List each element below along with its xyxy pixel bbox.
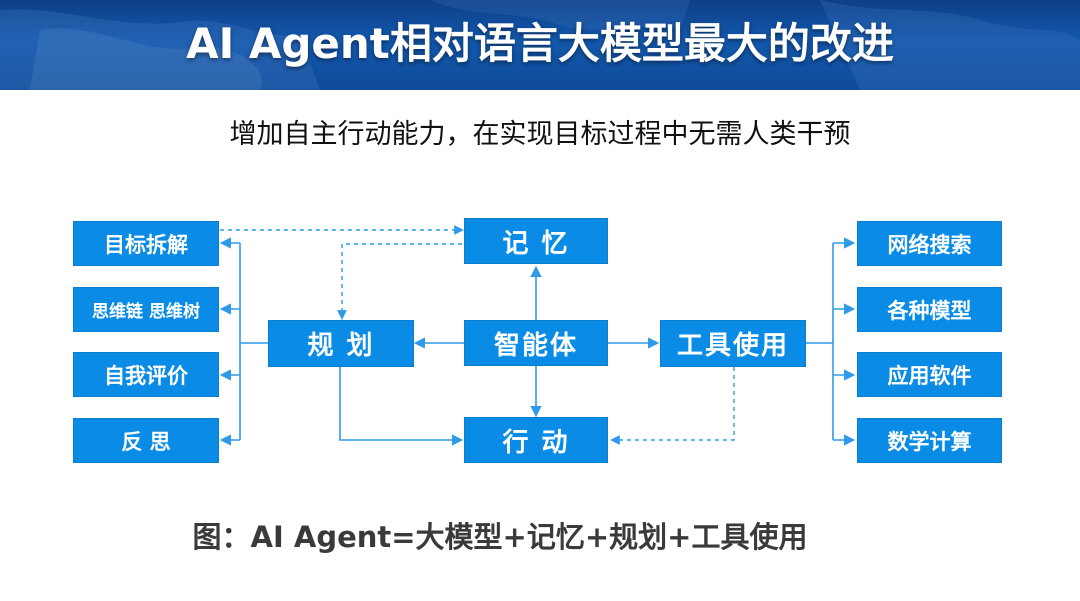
agent-box: 智能体 bbox=[464, 320, 608, 366]
goal-decomposition-box: 目标拆解 bbox=[73, 221, 219, 266]
arrow-planning-to-action bbox=[339, 367, 464, 446]
action-box: 行 动 bbox=[464, 417, 608, 463]
math-box: 数学计算 bbox=[857, 418, 1002, 463]
planning-box: 规 划 bbox=[268, 320, 414, 367]
self-evaluation-box: 自我评价 bbox=[73, 352, 219, 397]
world-map-decoration bbox=[0, 0, 1080, 90]
figure-caption: 图：AI Agent=大模型+记忆+规划+工具使用 bbox=[192, 520, 808, 554]
reflection-box: 反 思 bbox=[73, 418, 219, 463]
software-box: 应用软件 bbox=[857, 352, 1002, 397]
header-banner: AI Agent相对语言大模型最大的改进 bbox=[0, 0, 1080, 90]
tools-box: 工具使用 bbox=[660, 320, 806, 367]
dashed-tools-to-action bbox=[610, 367, 735, 445]
dashed-memory-to-planning bbox=[337, 243, 462, 320]
models-box: 各种模型 bbox=[857, 287, 1002, 332]
web-search-box: 网络搜索 bbox=[857, 221, 1002, 266]
page-subtitle: 增加自主行动能力，在实现目标过程中无需人类干预 bbox=[229, 119, 851, 150]
page-title: AI Agent相对语言大模型最大的改进 bbox=[186, 19, 894, 68]
memory-box: 记 忆 bbox=[464, 218, 608, 264]
thought-chain-box: 思维链 思维树 bbox=[73, 287, 219, 332]
